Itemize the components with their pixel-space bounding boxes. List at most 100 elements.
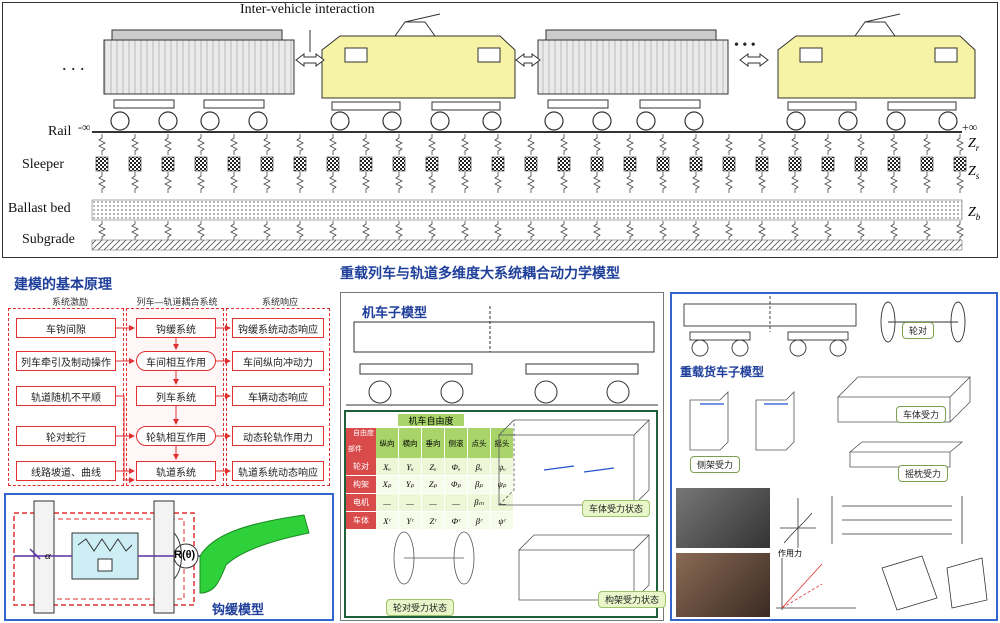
top-panel <box>2 2 998 258</box>
dof-cell: Zₚ <box>422 476 445 494</box>
minus-infinity: -∞ <box>78 120 91 134</box>
sleeper-block <box>623 156 637 172</box>
loco-title: 机车子模型 <box>362 305 428 320</box>
dof-row-name: 电机 <box>346 494 376 512</box>
sleeper-block <box>161 156 175 172</box>
dof-row-name: 车体 <box>346 512 376 530</box>
dof-cell: ψᵤ <box>491 458 514 476</box>
sleeper-block <box>854 156 868 172</box>
dof-cell: βᵤ <box>468 458 491 476</box>
response-5: 轨道系统动态响应 <box>232 461 324 481</box>
dof-cell: βᶜ <box>468 512 491 530</box>
zr-label: Zr <box>968 136 980 153</box>
zs-label: Zs <box>968 164 980 181</box>
principle-arrows <box>116 325 231 483</box>
loco-diagrams-svg <box>393 419 650 601</box>
freight-formula-svg <box>776 496 988 611</box>
freight-wheel-caption: 轮对 <box>902 322 935 339</box>
sleeper-block <box>524 156 538 172</box>
freight-title: 重载货车子模型 <box>680 365 765 379</box>
dof-cell: Xᵤ <box>376 458 399 476</box>
dof-row-name: 轮对 <box>346 458 376 476</box>
ballast-label: Ballast bed <box>8 201 71 216</box>
system-3: 列车系统 <box>136 386 216 406</box>
sleeper-block <box>920 156 934 172</box>
excitation-4: 轮对蛇行 <box>16 426 116 446</box>
dof-cell: — <box>445 494 468 512</box>
rail-label: Rail <box>48 124 72 139</box>
sleeper-block <box>722 156 736 172</box>
freight-panel <box>670 292 998 621</box>
sleeper-block <box>821 156 835 172</box>
sleeper-block <box>425 156 439 172</box>
main-title: 重载列车与轨道多维度大系统耦合动力学模型 <box>340 265 620 281</box>
dof-cell: Φᵤ <box>445 458 468 476</box>
dof-cell: βₚ <box>468 476 491 494</box>
dof-corner: 自由度 部件 <box>346 428 376 458</box>
response-3: 车辆动态响应 <box>232 386 324 406</box>
freight-bolster-caption: 摇枕受力 <box>898 465 949 482</box>
sleeper-group <box>95 134 967 240</box>
dof-row-name: 构架 <box>346 476 376 494</box>
sleeper-block <box>359 156 373 172</box>
sleeper-block <box>194 156 208 172</box>
dof-header-cell: 摇头 <box>491 428 514 458</box>
dof-cell: Yₚ <box>399 476 422 494</box>
ballast-band <box>91 199 963 221</box>
plus-infinity: +∞ <box>962 120 978 134</box>
loco-panel <box>340 292 664 621</box>
sleeper-block <box>557 156 571 172</box>
excitation-1: 车钩间隙 <box>16 318 116 338</box>
sleeper-block <box>788 156 802 172</box>
dof-cell: Zᵤ <box>422 458 445 476</box>
dof-cell: Yᵤ <box>399 458 422 476</box>
subgrade-band <box>91 239 963 251</box>
excitation-3: 轨道随机不平顺 <box>16 386 116 406</box>
dof-cell: Xₚ <box>376 476 399 494</box>
sleeper-block <box>755 156 769 172</box>
principle-col2-title: 列车—轨道耦合系统 <box>136 297 218 307</box>
dof-row: 电机————βₘ— <box>346 494 514 512</box>
spring-photo <box>676 553 770 617</box>
response-1: 钩缓系统动态响应 <box>232 318 324 338</box>
response-2: 车间纵向冲动力 <box>232 351 324 371</box>
dof-cell: Φᶜ <box>445 512 468 530</box>
sleeper-block <box>689 156 703 172</box>
sleeper-block <box>326 156 340 172</box>
loco-inner-panel <box>344 410 658 618</box>
dof-cell: — <box>399 494 422 512</box>
dof-header-cell: 点头 <box>468 428 491 458</box>
system-4: 轮轨相互作用 <box>136 426 216 446</box>
system-5: 轨道系统 <box>136 461 216 481</box>
sleeper-block <box>590 156 604 172</box>
principle-col1-title: 系统激励 <box>51 297 88 307</box>
dof-header-cell: 纵向 <box>376 428 399 458</box>
wheels <box>110 111 958 131</box>
dof-cell: — <box>422 494 445 512</box>
dof-header-row: 纵向横向垂向侧滚点头摇头 <box>376 428 514 458</box>
coupler-angle-label: α <box>45 550 51 562</box>
dof-table-title: 机车自由度 <box>398 414 464 426</box>
response-4: 动态轮轨作用力 <box>232 426 324 446</box>
subgrade-label: Subgrade <box>22 232 75 247</box>
dof-header-cell: 垂向 <box>422 428 445 458</box>
sleeper-block <box>227 156 241 172</box>
sleeper-block <box>458 156 472 172</box>
dof-cell: — <box>491 494 514 512</box>
dof-header-cell: 横向 <box>399 428 422 458</box>
sleeper-label: Sleeper <box>22 157 64 172</box>
freight-svg <box>683 296 971 468</box>
coupler-rtheta-label: R(θ) <box>174 549 196 561</box>
freight-side-caption: 侧架受力 <box>690 456 741 473</box>
loco-wheel-caption: 轮对受力状态 <box>386 599 455 616</box>
interaction-label: Inter-vehicle interaction <box>240 2 375 17</box>
coupler-panel <box>4 493 334 621</box>
wagon-2 <box>537 29 729 95</box>
excitation-2: 列车牵引及制动操作 <box>16 351 116 371</box>
sleeper-block <box>392 156 406 172</box>
coupler-title: 钩缓模型 <box>212 602 265 617</box>
dof-header-cell: 侧滚 <box>445 428 468 458</box>
